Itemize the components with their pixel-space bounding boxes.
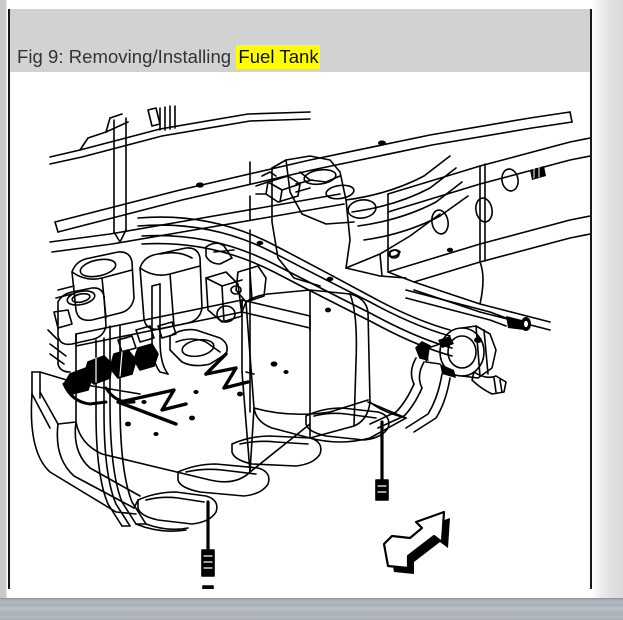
lower-chassis-edge <box>31 285 75 399</box>
figure-area <box>10 72 590 589</box>
mounting-bolt-front <box>201 500 215 589</box>
caption-prefix-text: Fig 9: Removing/Installing <box>17 46 237 67</box>
fuel-pump-module <box>410 325 507 395</box>
caption-highlight-text[interactable]: Fuel Tank <box>236 45 320 69</box>
filler-neck <box>62 325 189 532</box>
mounting-bracket <box>255 171 313 203</box>
tank-strap <box>30 391 390 525</box>
window-bottom-bar[interactable] <box>0 598 623 620</box>
tail-rod <box>405 289 531 331</box>
pump-hoses <box>369 373 451 433</box>
rear-wheelhouse-panel <box>271 155 469 287</box>
figure-caption: Fig 9: Removing/Installing Fuel Tank <box>17 45 320 69</box>
exhaust-components <box>39 251 141 395</box>
document-panel: Fig 9: Removing/Installing Fuel Tank <box>8 9 592 589</box>
tank-underside <box>249 401 407 473</box>
mounting-bolt-rear <box>375 420 389 501</box>
figure-caption-band: Fig 9: Removing/Installing Fuel Tank <box>10 9 590 72</box>
fuel-tank-diagram <box>10 72 590 589</box>
vent-tube <box>151 283 169 375</box>
left-pillar <box>113 105 176 243</box>
body-crossmember <box>49 111 573 253</box>
direction-arrow <box>382 510 450 574</box>
